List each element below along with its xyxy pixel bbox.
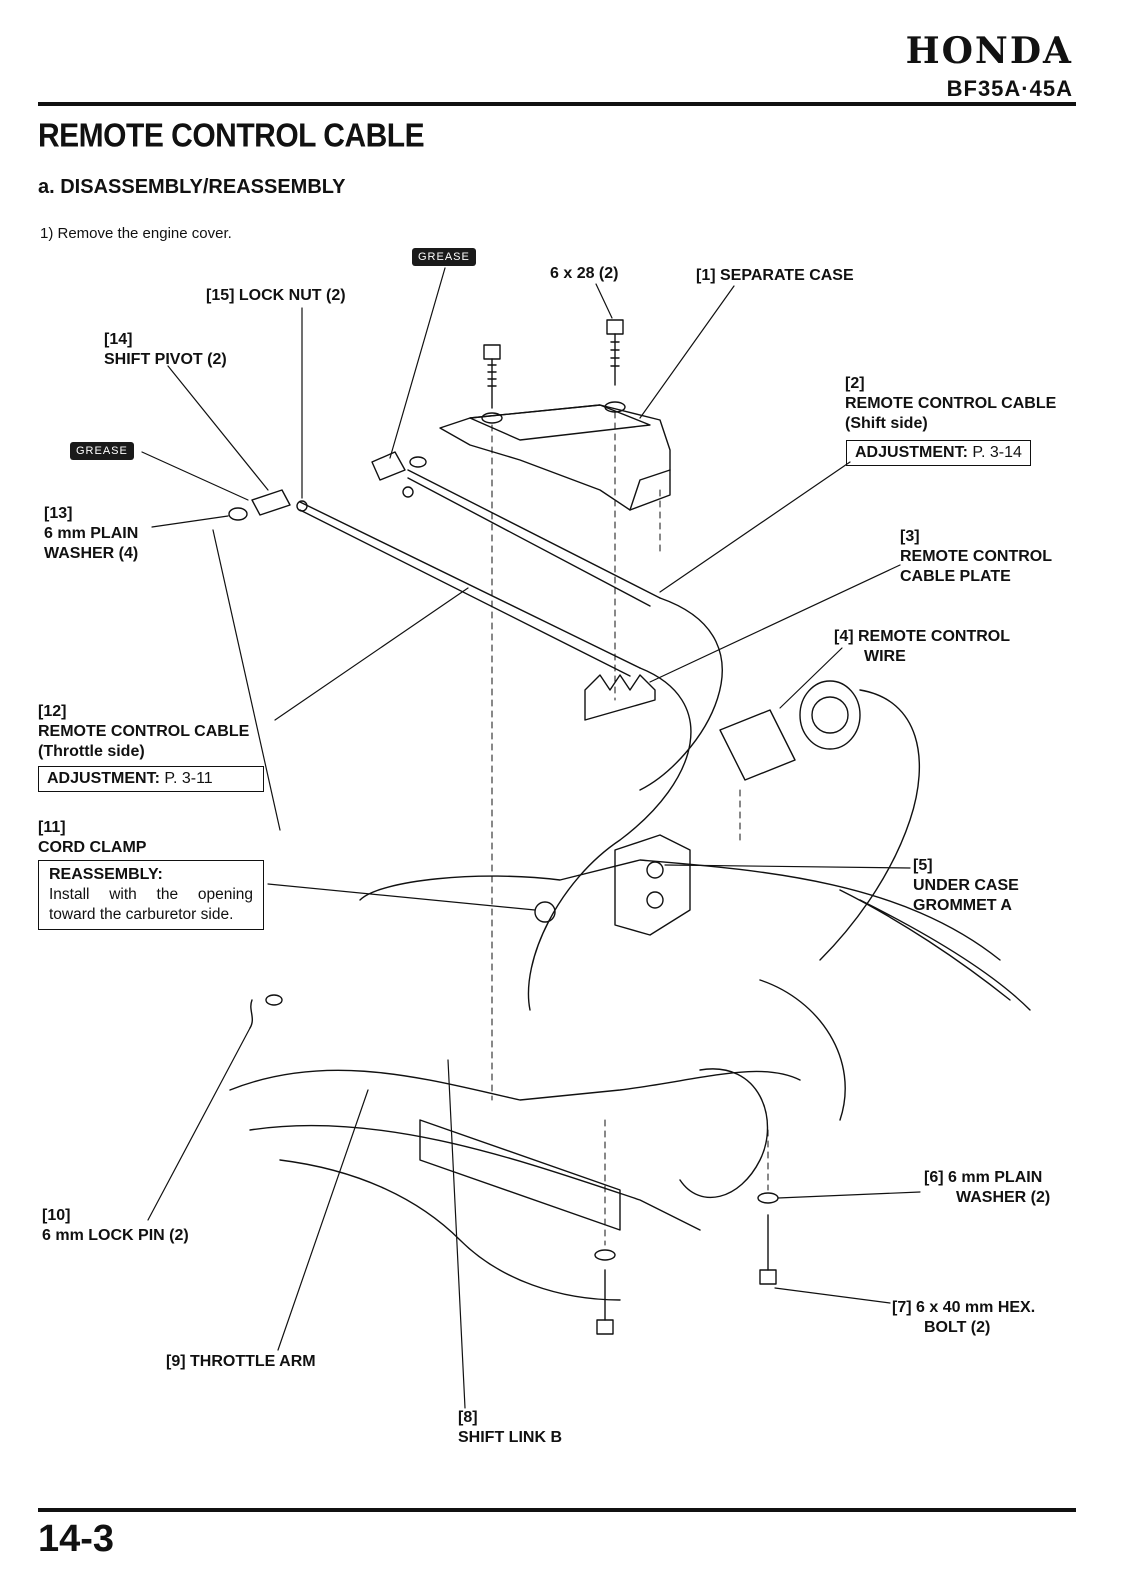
- model-label: BF35A·45A: [946, 76, 1073, 101]
- callout-grommet: [5] UNDER CASE GROMMET A: [913, 857, 1019, 914]
- callout-plain-washer-4: [13] 6 mm PLAIN WASHER (4): [44, 505, 139, 562]
- grease-tag: GREASE: [412, 248, 476, 266]
- throttle-cable: [299, 501, 641, 669]
- bolt-left: [481, 344, 503, 424]
- page-number: 14-3: [38, 1518, 115, 1560]
- note-heading: REASSEMBLY:: [49, 866, 163, 883]
- lower-bolt-right: [757, 1192, 779, 1285]
- adjustment-label: ADJUSTMENT:: [855, 444, 968, 461]
- section-subtitle: a. DISASSEMBLY/REASSEMBLY: [38, 176, 346, 198]
- callout-throttle-cable: [12] REMOTE CONTROL CABLE (Throttle side…: [38, 703, 250, 760]
- callout-bolt-6x28: 6 x 28 (2): [550, 265, 619, 282]
- header-rule: [38, 102, 1076, 106]
- lower-bolt-left: [594, 1249, 616, 1335]
- connector-socket: [799, 680, 861, 750]
- callout-shift-cable: [2] REMOTE CONTROL CABLE (Shift side): [845, 375, 1057, 432]
- adjustment-page: P. 3-11: [164, 770, 213, 787]
- grease-tag: GREASE: [70, 442, 134, 460]
- callout-shift-link: [8] SHIFT LINK B: [458, 1409, 562, 1446]
- adjustment-label: ADJUSTMENT:: [47, 770, 160, 787]
- adjustment-box-throttle: ADJUSTMENT: P. 3-11: [38, 766, 264, 792]
- reassembly-note: REASSEMBLY: Install with the opening tow…: [38, 860, 264, 930]
- plain-washer: [228, 507, 248, 521]
- throttle-cable-run: [527, 667, 692, 1011]
- callout-plain-washer-2: [6] 6 mm PLAIN: [924, 1169, 1043, 1186]
- callout-separate-case: [1] SEPARATE CASE: [696, 267, 854, 284]
- callout-lock-pin: [10] 6 mm LOCK PIN (2): [42, 1207, 189, 1244]
- callout-hex-bolt: [7] 6 x 40 mm HEX.: [892, 1299, 1036, 1316]
- lock-pin: [265, 994, 283, 1006]
- callout-hex-bolt-2: BOLT (2): [924, 1319, 991, 1336]
- step-text: 1) Remove the engine cover.: [40, 225, 232, 242]
- brand-logo: HONDA: [905, 30, 1073, 72]
- page-title: REMOTE CONTROL CABLE: [38, 118, 425, 155]
- footer-rule: [38, 1508, 1076, 1512]
- callout-throttle-arm: [9] THROTTLE ARM: [166, 1353, 316, 1370]
- callout-plain-washer-2b: WASHER (2): [956, 1189, 1051, 1206]
- cable-plate: [584, 674, 656, 721]
- shift-pivot: [251, 489, 291, 516]
- callout-cable-plate: [3] REMOTE CONTROL CABLE PLATE: [900, 528, 1052, 585]
- callout-lock-nut: [15] LOCK NUT (2): [206, 287, 346, 304]
- grommet: [614, 834, 691, 936]
- cord-clamp: [534, 901, 556, 923]
- note-text: Install with the opening toward the carb…: [49, 886, 253, 923]
- adjustment-box-shift: ADJUSTMENT: P. 3-14: [846, 440, 1031, 466]
- engine-outline: [359, 859, 1001, 961]
- callout-remote-wire-2: WIRE: [864, 648, 906, 665]
- callout-shift-pivot: [14] SHIFT PIVOT (2): [104, 331, 227, 368]
- bolt-right: [604, 319, 626, 413]
- connector-plug: [719, 709, 796, 781]
- callout-cord-clamp: [11] CORD CLAMP: [38, 819, 147, 856]
- bracket: [419, 1119, 621, 1231]
- adjustment-page: P. 3-14: [972, 444, 1022, 461]
- callout-remote-wire: [4] REMOTE CONTROL: [834, 628, 1010, 645]
